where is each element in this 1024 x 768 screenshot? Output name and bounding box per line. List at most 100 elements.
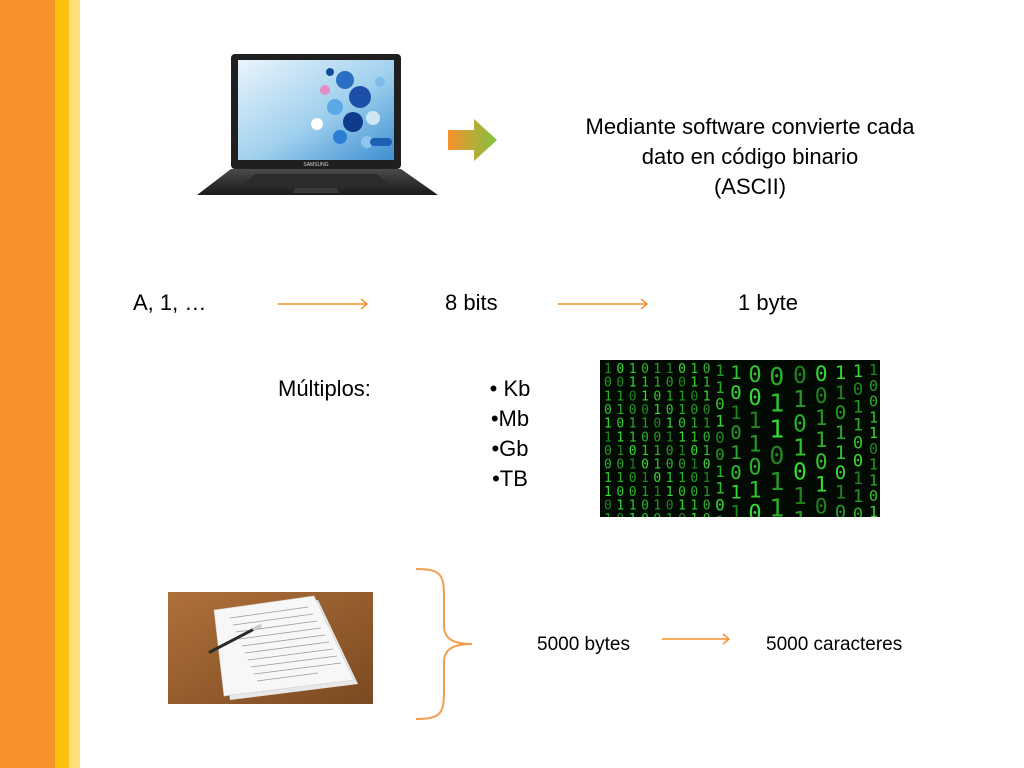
binary-digit: 1 — [641, 471, 649, 486]
binary-digit: 1 — [835, 362, 846, 384]
multiples-list: • Kb •Mb •Gb •TB — [470, 374, 550, 494]
binary-digit: 1 — [869, 408, 878, 426]
binary-digit: 0 — [815, 362, 828, 386]
binary-digit: 1 — [653, 362, 661, 377]
binary-digit: 1 — [835, 482, 846, 504]
binary-digit: 1 — [793, 484, 807, 510]
binary-digit: 0 — [666, 458, 674, 473]
binary-digit: 0 — [690, 389, 698, 404]
conversion-bits: 8 bits — [445, 290, 498, 315]
binary-digit: 0 — [853, 433, 863, 453]
convert-arrow-icon — [448, 119, 497, 161]
binary-digit: 1 — [641, 417, 649, 432]
binary-digit: 1 — [629, 499, 637, 514]
binary-digit: 1 — [690, 512, 698, 517]
binary-digit: 1 — [869, 361, 878, 379]
binary-digit: 1 — [703, 485, 711, 500]
binary-digit: 0 — [853, 380, 863, 400]
binary-digit: 1 — [629, 458, 637, 473]
binary-digit: 1 — [690, 499, 698, 514]
multiples-label: Múltiplos: — [278, 376, 371, 401]
binary-digit: 1 — [730, 442, 741, 464]
binary-digit: 0 — [629, 444, 637, 459]
binary-digit: 0 — [835, 402, 846, 424]
binary-digit: 0 — [835, 462, 846, 484]
binary-digit: 0 — [869, 440, 878, 458]
binary-digit: 1 — [678, 499, 686, 514]
binary-digit: 1 — [793, 436, 807, 462]
binary-digit: 0 — [678, 362, 686, 377]
binary-digit: 0 — [641, 403, 649, 418]
binary-digit: 1 — [715, 361, 725, 380]
document-image — [168, 592, 373, 704]
binary-digit: 1 — [715, 512, 725, 517]
binary-digit: 1 — [730, 402, 741, 424]
binary-digit: 1 — [629, 512, 637, 517]
binary-digit: 1 — [616, 389, 624, 404]
binary-digit: 0 — [616, 485, 624, 500]
binary-digit: 1 — [666, 362, 674, 377]
binary-digit: 0 — [869, 377, 878, 395]
binary-digit: 1 — [730, 362, 741, 384]
binary-digit: 0 — [869, 487, 878, 505]
binary-digit: 0 — [769, 362, 784, 391]
binary-digit: 1 — [641, 389, 649, 404]
heading-line-1: Mediante software convierte cada — [585, 114, 915, 139]
conversion-input: A, 1, … — [133, 290, 207, 315]
binary-digit: 0 — [629, 389, 637, 404]
binary-digit: 0 — [793, 460, 807, 486]
binary-digit: 0 — [604, 403, 612, 418]
binary-digit: 1 — [853, 469, 863, 489]
binary-digit: 0 — [715, 445, 725, 464]
binary-digit: 1 — [616, 499, 624, 514]
binary-digit: 1 — [653, 499, 661, 514]
binary-digit: 1 — [653, 444, 661, 459]
binary-digit: 1 — [769, 467, 784, 496]
binary-digit: 1 — [604, 430, 612, 445]
binary-digit: 0 — [815, 494, 828, 517]
binary-digit: 0 — [835, 502, 846, 517]
laptop-brand: SAMSUNG — [303, 162, 328, 168]
binary-digit: 0 — [653, 430, 661, 445]
binary-digit: 1 — [703, 471, 711, 486]
binary-digit: 1 — [869, 503, 878, 517]
binary-digit: 1 — [666, 485, 674, 500]
binary-digit: 1 — [653, 376, 661, 391]
binary-digit: 1 — [690, 458, 698, 473]
binary-digit: 0 — [690, 485, 698, 500]
binary-digit: 1 — [853, 416, 863, 436]
binary-digit: 0 — [641, 499, 649, 514]
binary-digit: 0 — [853, 505, 863, 517]
binary-digit: 0 — [690, 471, 698, 486]
binary-digit: 0 — [715, 495, 725, 514]
binary-digit: 1 — [730, 482, 741, 504]
binary-digit: 1 — [869, 424, 878, 442]
binary-digit: 1 — [629, 362, 637, 377]
arrow-right-icon — [662, 633, 731, 645]
binary-digit: 0 — [690, 403, 698, 418]
binary-digit: 0 — [678, 376, 686, 391]
binary-digit: 1 — [748, 409, 761, 434]
binary-digit: 1 — [690, 417, 698, 432]
binary-digit: 1 — [815, 472, 828, 496]
binary-digit: 1 — [703, 417, 711, 432]
binary-digit: 1 — [835, 382, 846, 404]
binary-digit: 0 — [793, 411, 807, 437]
binary-digit: 1 — [616, 471, 624, 486]
binary-digit: 1 — [769, 493, 784, 517]
binary-digit: 0 — [678, 417, 686, 432]
binary-digit: 1 — [616, 430, 624, 445]
binary-digit: 1 — [703, 376, 711, 391]
binary-digit: 0 — [629, 403, 637, 418]
binary-digit: 1 — [653, 485, 661, 500]
binary-digit: 1 — [853, 398, 863, 418]
arrow-right-icon — [278, 298, 369, 310]
binary-digit: 0 — [666, 403, 674, 418]
binary-digit: 1 — [616, 444, 624, 459]
binary-digit: 1 — [769, 415, 784, 444]
heading-line-2: dato en código binario — [641, 144, 859, 169]
side-stripe-light — [69, 0, 80, 768]
binary-digit: 1 — [666, 417, 674, 432]
binary-digit: 1 — [815, 406, 828, 430]
binary-digit: 0 — [748, 455, 761, 480]
